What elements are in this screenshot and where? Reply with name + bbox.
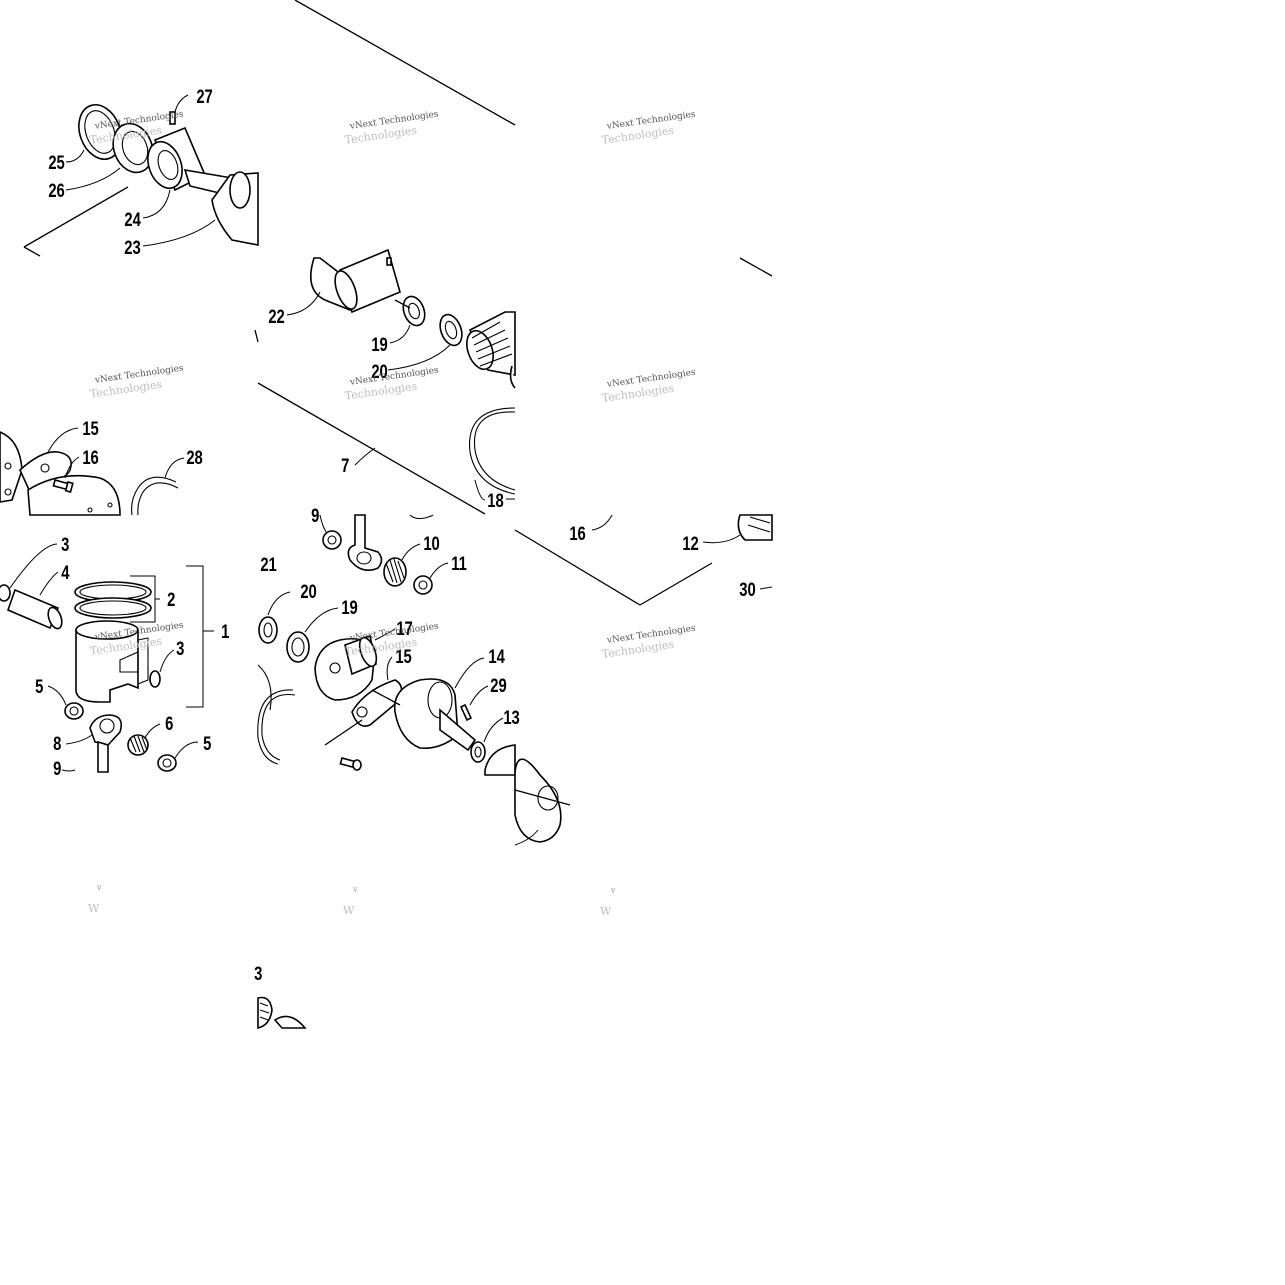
callout-6: 6 bbox=[165, 713, 173, 734]
callout-17: 17 bbox=[396, 618, 412, 639]
tile-bottom-center bbox=[257, 514, 516, 776]
callout-19: 19 bbox=[371, 334, 387, 355]
callout-7: 7 bbox=[341, 455, 349, 476]
callout-11: 11 bbox=[451, 553, 467, 574]
tile-lower-fragment bbox=[257, 996, 307, 1030]
tile-top-left bbox=[23, 94, 259, 257]
callout-9: 9 bbox=[311, 505, 319, 526]
watermark-fragment: v bbox=[352, 885, 358, 894]
callout-9-left: 9 bbox=[53, 758, 61, 779]
callout-15-crank: 15 bbox=[395, 646, 411, 667]
tile-middle-left bbox=[0, 427, 185, 516]
callout-labels: 27 25 26 24 23 22 19 20 7 18 15 16 28 16… bbox=[35, 86, 756, 984]
tile-bottom-left bbox=[0, 543, 214, 773]
callout-12: 12 bbox=[682, 533, 698, 554]
callout-8: 8 bbox=[53, 733, 61, 754]
callout-23: 23 bbox=[124, 237, 140, 258]
callout-28: 28 bbox=[186, 447, 202, 468]
watermark-fragment-shadow: W bbox=[600, 905, 612, 918]
callout-26: 26 bbox=[48, 180, 64, 201]
tile-middle-right bbox=[514, 257, 773, 606]
callout-3: 3 bbox=[61, 534, 69, 555]
callout-24: 24 bbox=[124, 209, 141, 230]
watermarks: vNext Technologies Technologies vNext Te… bbox=[88, 109, 697, 918]
callout-15: 15 bbox=[82, 418, 98, 439]
callout-27: 27 bbox=[196, 86, 212, 107]
tile-middle-center bbox=[254, 248, 516, 515]
callout-5-rod: 5 bbox=[203, 733, 211, 754]
callout-19-crank: 19 bbox=[341, 597, 357, 618]
tile-bottom-right bbox=[514, 758, 571, 846]
callout-25: 25 bbox=[48, 152, 64, 173]
callout-16: 16 bbox=[82, 447, 98, 468]
callout-22: 22 bbox=[268, 306, 284, 327]
callout-16-right: 16 bbox=[569, 523, 585, 544]
callout-20-crank: 20 bbox=[300, 581, 316, 602]
callout-29: 29 bbox=[490, 675, 506, 696]
callout-20: 20 bbox=[371, 361, 387, 382]
callout-1: 1 bbox=[221, 621, 229, 642]
callout-13: 13 bbox=[503, 707, 519, 728]
callout-4: 4 bbox=[61, 562, 70, 583]
callout-21: 21 bbox=[260, 554, 276, 575]
watermark-fragment: v bbox=[96, 883, 102, 892]
callout-10: 10 bbox=[423, 533, 439, 554]
tile-top-middle bbox=[294, 0, 516, 126]
callout-2: 2 bbox=[167, 589, 175, 610]
callout-30: 30 bbox=[739, 579, 755, 600]
watermark-fragment: v bbox=[610, 886, 616, 895]
callout-3-lower: 3 bbox=[254, 963, 262, 984]
callout-3-piston: 3 bbox=[176, 638, 184, 659]
callout-14: 14 bbox=[488, 646, 505, 667]
watermark-fragment-shadow: W bbox=[343, 904, 355, 917]
watermark-fragment-shadow: W bbox=[88, 902, 100, 915]
callout-18: 18 bbox=[487, 490, 503, 511]
callout-5: 5 bbox=[35, 676, 43, 697]
